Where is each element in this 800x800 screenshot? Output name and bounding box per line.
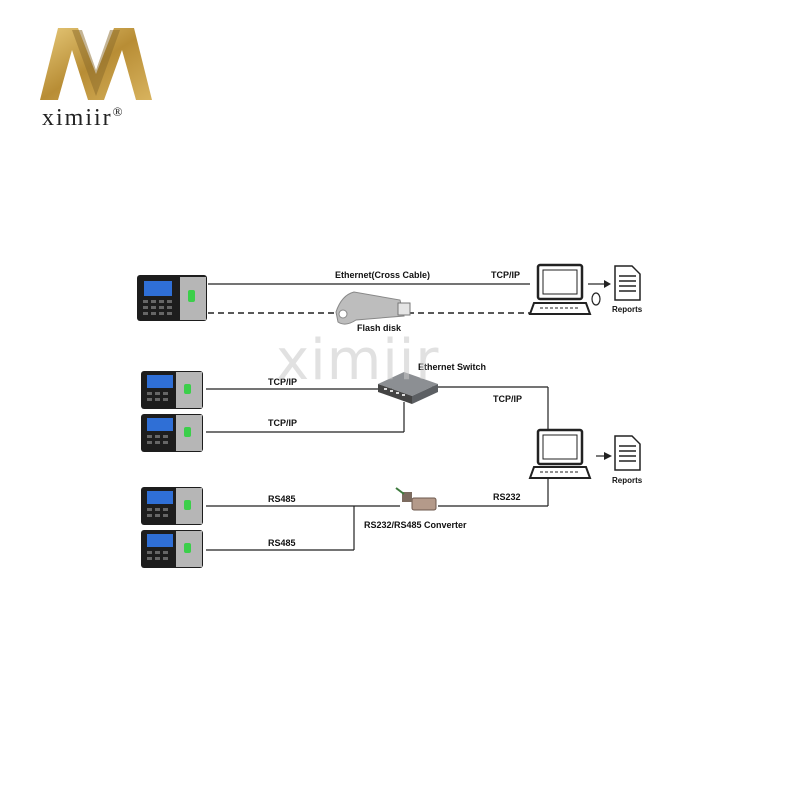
device-row3-b <box>141 530 203 568</box>
computer-icon-2 <box>528 428 592 479</box>
rs232-label: RS232 <box>493 492 521 502</box>
row1-tcpip-label: TCP/IP <box>491 270 521 280</box>
flash-disk-label: Flash disk <box>357 323 402 333</box>
device-row2-b <box>141 414 203 452</box>
device-row3-a <box>141 487 203 525</box>
ethernet-switch-label: Ethernet Switch <box>418 362 487 372</box>
report-document-icon-2 <box>614 435 641 471</box>
row2-pc-tcpip-label: TCP/IP <box>493 394 523 404</box>
device-row1 <box>137 275 207 321</box>
device-row2-a <box>141 371 203 409</box>
report-document-icon-1 <box>614 265 641 301</box>
ethernet-cross-cable-label: Ethernet(Cross Cable) <box>335 270 431 280</box>
brand-name: ximiir® <box>42 104 125 131</box>
converter-label: RS232/RS485 Converter <box>364 520 467 530</box>
row2-tcpip-label-1: TCP/IP <box>268 377 298 387</box>
watermark-text: ximiir <box>276 328 440 393</box>
row2-tcpip-label-2: TCP/IP <box>268 418 298 428</box>
reports-label-1: Reports <box>612 305 643 314</box>
computer-icon-1 <box>528 263 601 315</box>
reports-label-2: Reports <box>612 476 643 485</box>
row3-rs485-label-1: RS485 <box>268 494 296 504</box>
row3-rs485-label-2: RS485 <box>268 538 296 548</box>
